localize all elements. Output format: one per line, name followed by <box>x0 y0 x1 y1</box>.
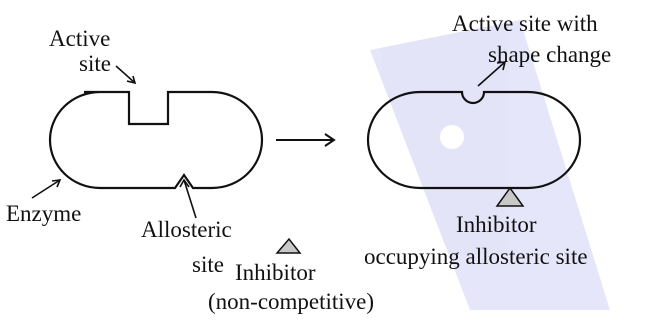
inhibitor-icon <box>275 237 302 254</box>
changed-site-label-2: shape change <box>488 42 611 67</box>
changed-enzyme-shape <box>366 90 582 190</box>
allosteric-site-label-2: site <box>192 252 224 277</box>
allosteric-pointer <box>179 178 197 219</box>
inhibitor-label: Inhibitor <box>235 260 316 285</box>
enzyme-label: Enzyme <box>6 201 81 226</box>
inhibitor-type-label: (non-competitive) <box>208 289 374 314</box>
changed-site-pointer <box>477 61 507 87</box>
enzyme-pointer <box>31 179 62 199</box>
occupied-site-label: occupying allosteric site <box>364 244 588 269</box>
bound-inhibitor-icon <box>495 186 525 207</box>
changed-site-label: Active site with <box>452 11 598 36</box>
enzyme-shape <box>48 90 264 190</box>
transition-arrow <box>276 133 336 147</box>
active-site-label: Active <box>49 26 110 51</box>
active-site-pointer <box>115 65 137 85</box>
active-site-label-2: site <box>79 51 111 76</box>
allosteric-site-label: Allosteric <box>141 217 232 242</box>
bound-inhibitor-label: Inhibitor <box>456 212 537 237</box>
